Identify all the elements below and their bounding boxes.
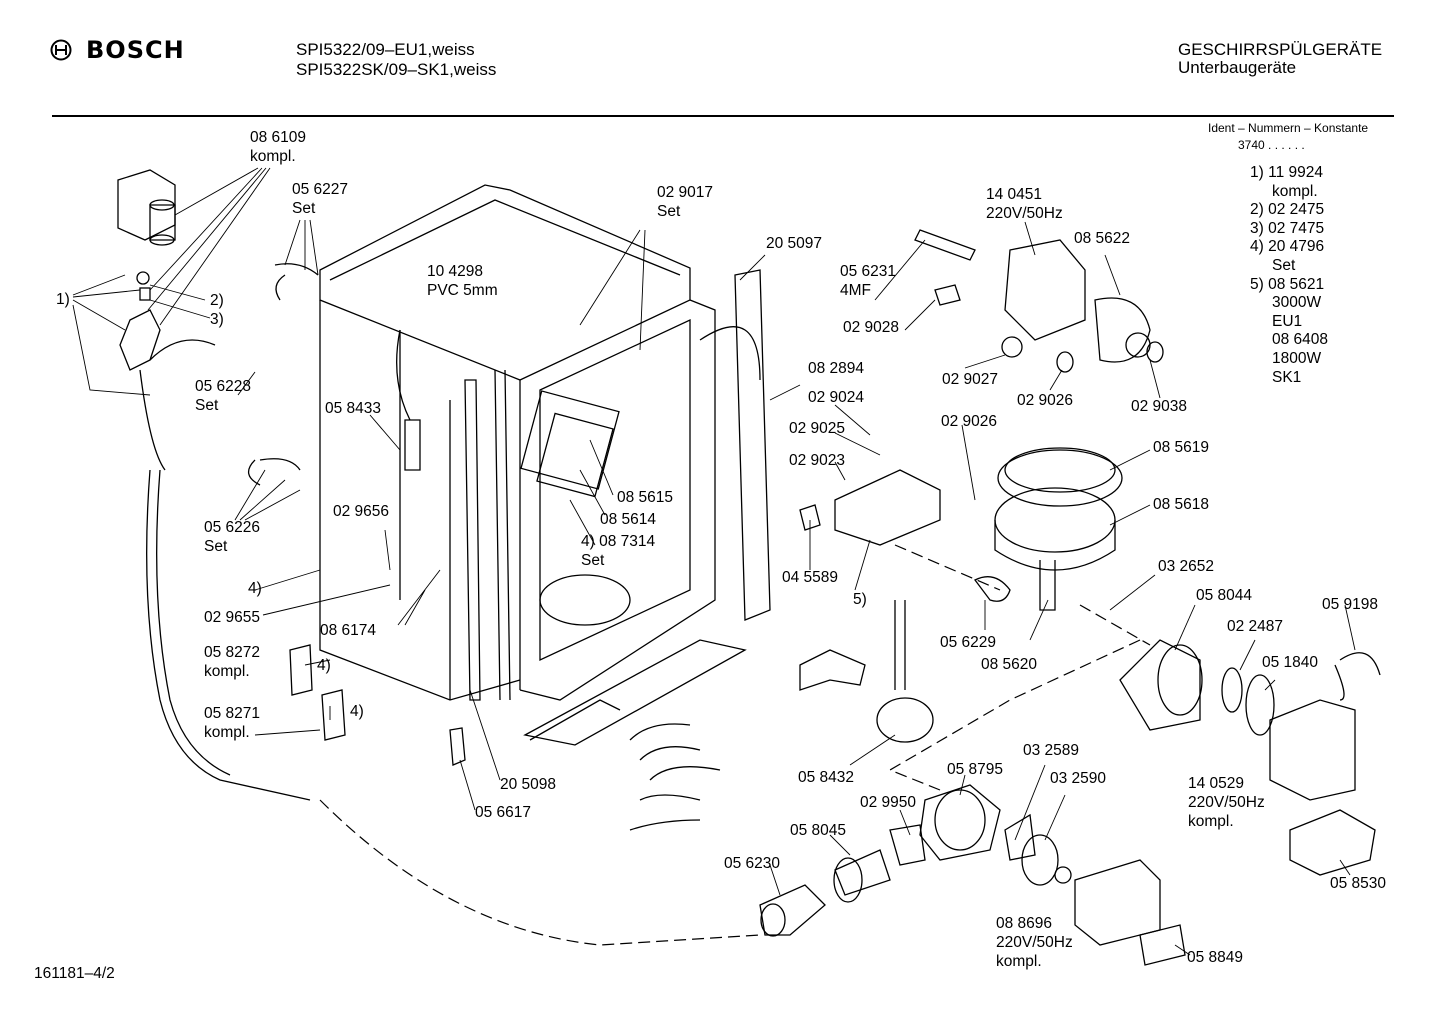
ident-entry-line: Set: [1272, 256, 1296, 274]
part-label: 02 9655: [204, 609, 261, 626]
circulation-pump-drawing: [759, 784, 1186, 966]
part-label: 02 9025: [789, 420, 846, 437]
ident-entry-key: 4): [1250, 238, 1269, 256]
part-label: 5): [853, 591, 867, 608]
part-label: 08 5615: [617, 489, 674, 506]
part-label: 03 2652: [1158, 558, 1215, 575]
ident-entry-line: 3) 02 7475: [1250, 219, 1325, 237]
ident-entry-line: 08 6408: [1272, 331, 1329, 349]
ident-entry-line: SK1: [1272, 368, 1302, 386]
ident-entry-key: 5): [1250, 275, 1269, 293]
leader-lines: [72, 167, 1356, 956]
part-label: 1): [56, 291, 70, 308]
drawing-number: 161181–4/2: [34, 965, 115, 982]
brand-name: BOSCH: [86, 36, 185, 64]
inlet-hose-drawing: [146, 469, 311, 801]
part-label: 02 2487: [1227, 618, 1284, 635]
part-label: 05 6617: [475, 804, 532, 821]
ident-entry-line: 5) 08 5621: [1250, 275, 1325, 293]
part-label: 05 6229: [940, 634, 997, 651]
bosch-armature-icon: [50, 39, 72, 61]
bosch-logo: BOSCH: [50, 36, 185, 64]
model-line-1: SPI5322/09–EU1,weiss: [296, 40, 475, 59]
tub-drawing: [319, 184, 716, 701]
part-label: 3): [210, 311, 224, 328]
part-label: 20 5097: [766, 235, 823, 252]
ident-entry-line: 3000W: [1272, 294, 1322, 312]
ident-entry-line: 4) 20 4796: [1250, 238, 1325, 256]
ident-entry-key: 3): [1250, 219, 1269, 237]
part-label: 04 5589: [782, 569, 839, 586]
part-label: 05 8045: [790, 822, 847, 839]
ident-entry-key: 1): [1250, 164, 1269, 181]
part-label: 05 8795: [947, 761, 1004, 778]
part-label: 03 2590: [1050, 770, 1107, 787]
part-label: 05 8849: [1187, 949, 1244, 966]
wiring-drawing: [396, 329, 421, 471]
part-label: 08 2894: [808, 360, 865, 377]
part-label: 2): [210, 292, 224, 309]
part-label: 4): [248, 580, 262, 597]
part-label: 02 9026: [1017, 392, 1074, 409]
part-label: 02 9026: [941, 413, 998, 430]
ident-entry-key: 2): [1250, 201, 1269, 219]
part-label: 02 9656: [333, 503, 390, 520]
dashed-connections: [319, 544, 1151, 946]
subcategory-title: Unterbaugeräte: [1178, 58, 1297, 77]
part-label: 02 9024: [808, 389, 865, 406]
ident-entry-line: 1800W: [1272, 349, 1322, 367]
ident-entry-line: kompl.: [1272, 182, 1318, 200]
part-label: 05 8433: [325, 400, 382, 417]
part-label: 02 9027: [942, 371, 999, 388]
category-title: GESCHIRRSPÜLGERÄTE: [1178, 40, 1383, 59]
ident-heading: Ident – Nummern – Konstante: [1208, 121, 1369, 135]
part-label: 08 5620: [981, 656, 1038, 673]
part-label: 05 9198: [1322, 596, 1379, 613]
part-label: 08 5618: [1153, 496, 1210, 513]
model-line-2: SPI5322SK/09–SK1,weiss: [296, 60, 497, 79]
aquastop-valve-drawing: [117, 169, 216, 471]
door-seal-drawing: [734, 269, 771, 621]
ident-entry-line: 1) 11 9924: [1250, 164, 1323, 181]
part-label: 05 8530: [1330, 875, 1387, 892]
part-label: 02 9028: [843, 319, 900, 336]
drain-pump-drawing: [1119, 639, 1381, 876]
header-rule: [52, 115, 1394, 117]
part-label: 05 6230: [724, 855, 781, 872]
part-label: 05 8044: [1196, 587, 1253, 604]
part-label: 08 5619: [1153, 439, 1210, 456]
part-label: 20 5098: [500, 776, 557, 793]
heater-housing-drawing: [914, 229, 1164, 373]
part-label: 08 5622: [1074, 230, 1131, 247]
part-label: 02 9023: [789, 452, 846, 469]
ident-code: 3740 . . . . . .: [1238, 138, 1305, 152]
part-label: 02 9950: [860, 794, 917, 811]
part-label: 03 2589: [1023, 742, 1080, 759]
ident-entry-line: EU1: [1272, 312, 1303, 330]
part-label: 4): [350, 703, 364, 720]
part-label: 08 5614: [600, 511, 657, 528]
part-label: 05 8432: [798, 769, 855, 786]
sump-drawing: [994, 447, 1123, 611]
part-label: 08 6174: [320, 622, 377, 639]
part-label: 4): [317, 657, 331, 674]
part-label: 05 1840: [1262, 654, 1319, 671]
ident-entry-line: 2) 02 2475: [1250, 201, 1325, 219]
part-label: 02 9038: [1131, 398, 1188, 415]
